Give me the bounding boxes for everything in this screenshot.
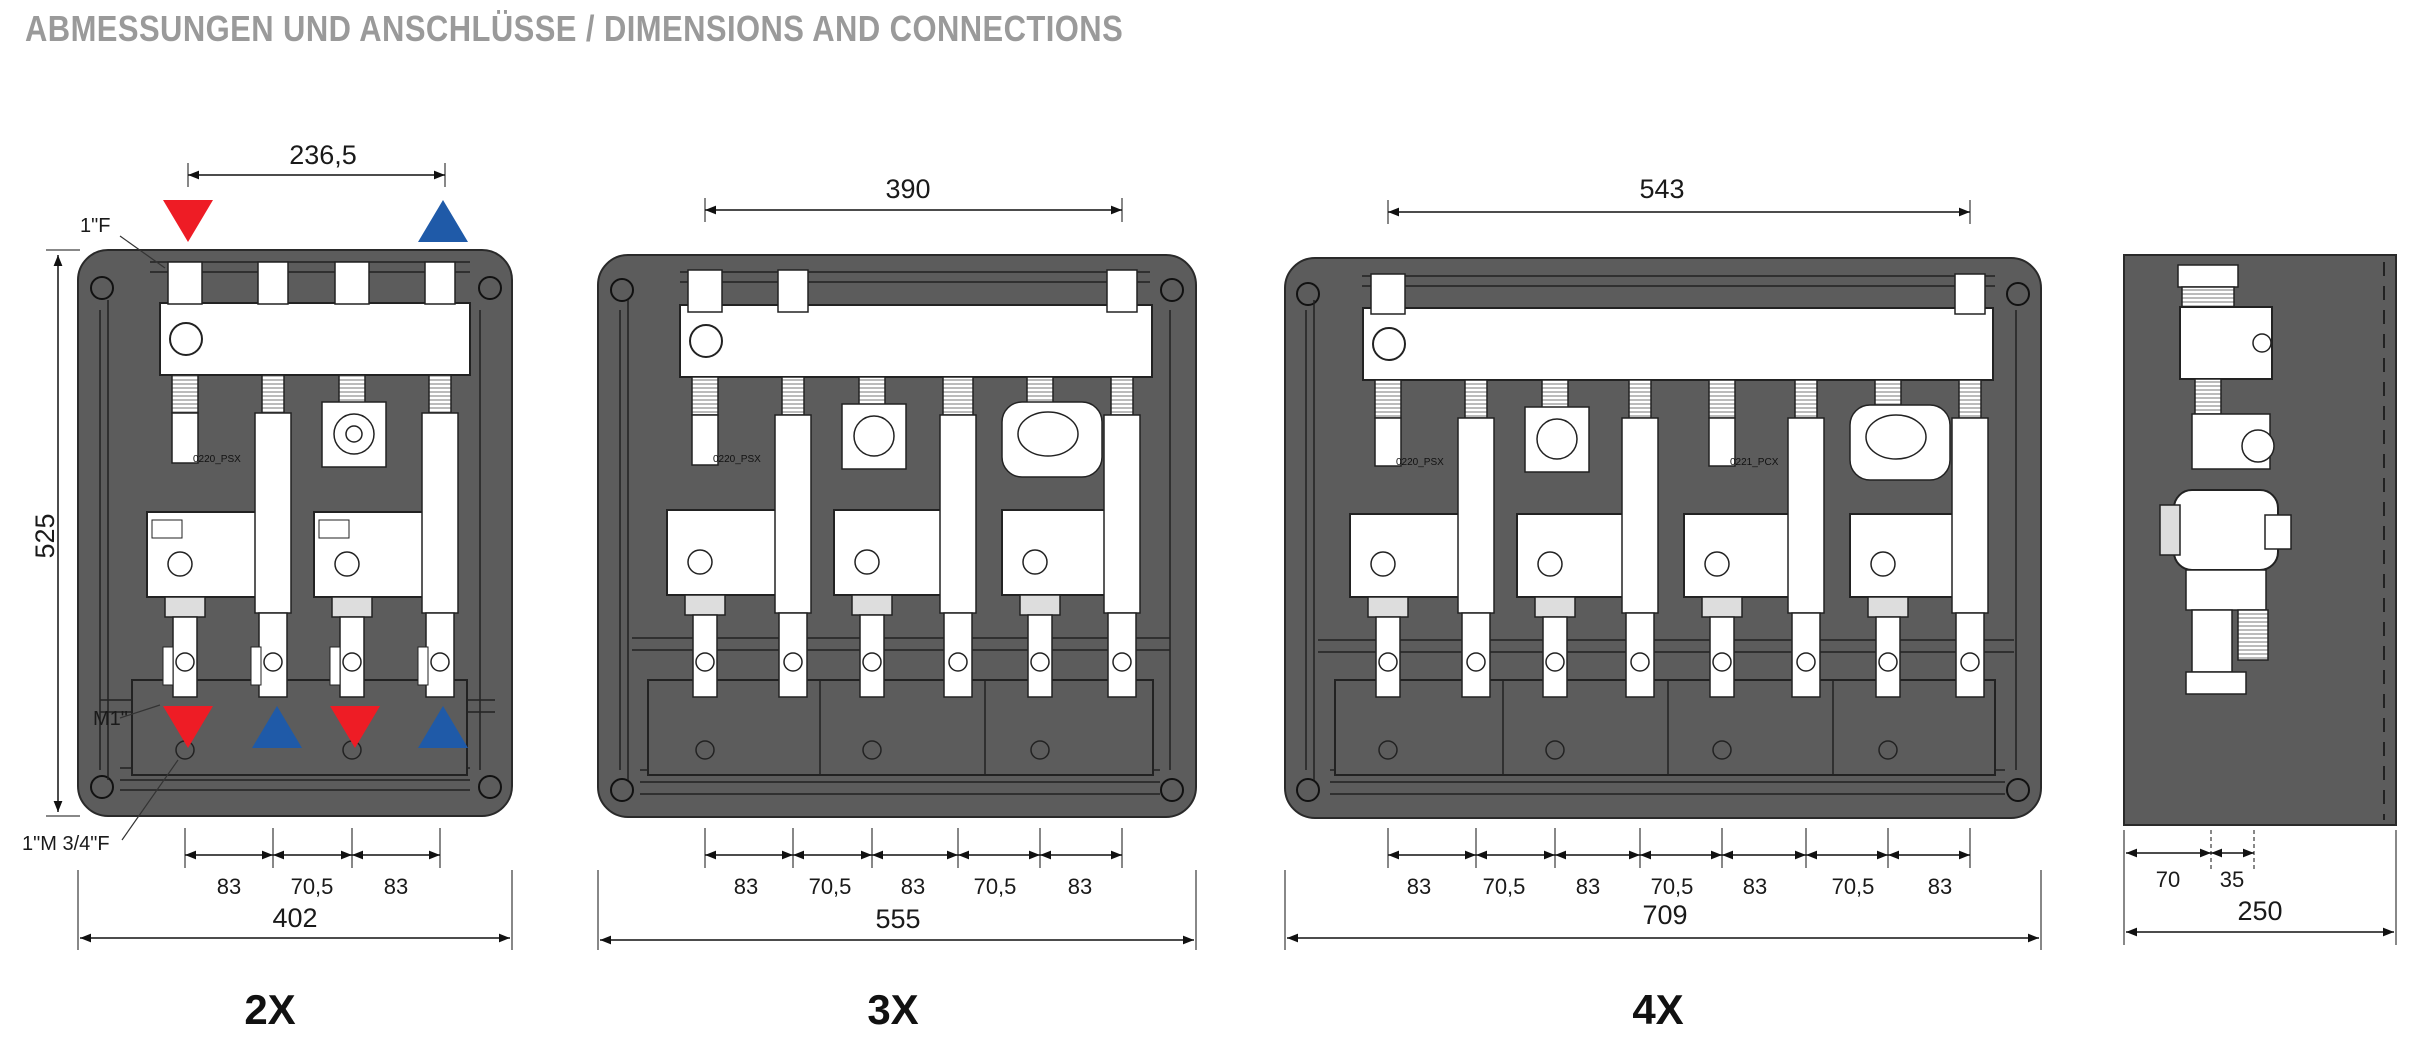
supply-arrow-top bbox=[163, 200, 213, 242]
unit-label-3x: 3X bbox=[867, 986, 918, 1033]
dim-width-2x: 402 bbox=[272, 903, 317, 933]
dim-bottom-4x-6: 70,5 bbox=[1832, 874, 1875, 899]
side-assembly bbox=[2159, 264, 2292, 695]
dim-top-4x: 543 bbox=[1639, 174, 1684, 204]
unit-2x: 0220_PSX bbox=[22, 140, 513, 1033]
dim-bottom-4x-1: 83 bbox=[1407, 874, 1431, 899]
return-arrow-bottom-1 bbox=[252, 706, 302, 748]
dim-side-2: 35 bbox=[2220, 867, 2244, 892]
svg-text:0220_PSX: 0220_PSX bbox=[193, 454, 241, 465]
dim-bottom-2x-1: 83 bbox=[217, 874, 241, 899]
dim-bottom-4x-5: 83 bbox=[1743, 874, 1767, 899]
dim-bottom-2x-3: 83 bbox=[384, 874, 408, 899]
svg-text:0220_PSX: 0220_PSX bbox=[713, 454, 761, 465]
dim-bottom-2x-2: 70,5 bbox=[291, 874, 334, 899]
dim-width-4x: 709 bbox=[1642, 900, 1687, 930]
dim-bottom-4x-7: 83 bbox=[1928, 874, 1952, 899]
unit-4x: 0220_PSX bbox=[1284, 174, 2042, 1033]
supply-arrow-bottom-1 bbox=[163, 706, 213, 748]
pipes-3x: 0220_PSX bbox=[666, 269, 1141, 775]
svg-text:0221_PCX: 0221_PCX bbox=[1730, 457, 1779, 468]
dim-height-2x: 525 bbox=[30, 513, 60, 558]
return-arrow-top bbox=[418, 200, 468, 242]
pipes-4x: 0220_PSX bbox=[1349, 273, 1989, 775]
supply-arrow-bottom-2 bbox=[330, 706, 380, 748]
pipes-2x: 0220_PSX bbox=[146, 261, 459, 760]
unit-3x: 0220_PSX bbox=[597, 174, 1197, 1033]
unit-label-4x: 4X bbox=[1632, 986, 1683, 1033]
svg-text:0220_PSX: 0220_PSX bbox=[1396, 457, 1444, 468]
conn-top-label: 1"F bbox=[80, 215, 110, 237]
conn-outlet-label: 1"M 3/4"F bbox=[22, 833, 110, 855]
dim-bottom-3x-5: 83 bbox=[1068, 874, 1092, 899]
page-title: ABMESSUNGEN UND ANSCHLÜSSE / DIMENSIONS … bbox=[25, 8, 1124, 49]
side-view: 70 35 250 bbox=[2123, 254, 2397, 945]
dim-bottom-4x-4: 70,5 bbox=[1651, 874, 1694, 899]
dim-bottom-3x-3: 83 bbox=[901, 874, 925, 899]
dim-bottom-4x-3: 83 bbox=[1576, 874, 1600, 899]
dim-bottom-3x-1: 83 bbox=[734, 874, 758, 899]
dim-bottom-3x-4: 70,5 bbox=[974, 874, 1017, 899]
dim-top-2x: 236,5 bbox=[289, 140, 357, 170]
conn-bottom-label: M1" bbox=[93, 708, 128, 730]
panel-2x-holes bbox=[90, 276, 502, 799]
dim-side-1: 70 bbox=[2156, 867, 2180, 892]
bottom-ticks-2x bbox=[184, 828, 441, 868]
manifold-3x bbox=[679, 304, 1153, 378]
manifold-2x bbox=[159, 302, 471, 376]
return-arrow-bottom-2 bbox=[418, 706, 468, 748]
dim-bottom-4x-2: 70,5 bbox=[1483, 874, 1526, 899]
dim-width-3x: 555 bbox=[875, 904, 920, 934]
dim-side-width: 250 bbox=[2237, 896, 2282, 926]
manifold-4x bbox=[1362, 307, 1994, 381]
dim-bottom-3x-2: 70,5 bbox=[809, 874, 852, 899]
unit-label-2x: 2X bbox=[244, 986, 295, 1033]
dim-top-3x: 390 bbox=[885, 174, 930, 204]
